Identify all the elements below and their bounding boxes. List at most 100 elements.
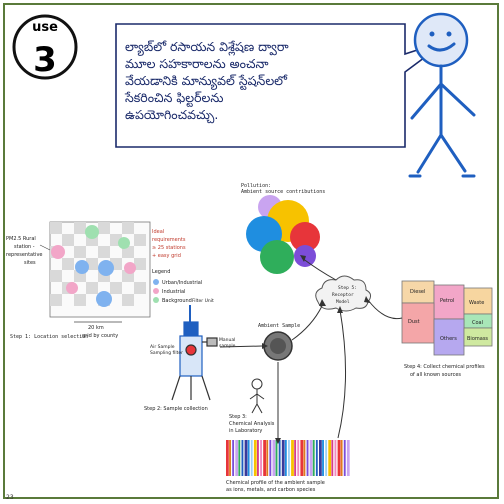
profile-stripe [325,440,328,476]
profiles-step-label: Step 4: Collect chemical profiles of all… [404,364,485,378]
profile-stripe [315,440,318,476]
flow-arrows [219,257,403,439]
profile-stripe [247,440,250,476]
profile-stripe [297,440,300,476]
svg-text:Biomass: Biomass [467,336,488,342]
svg-text:20 km: 20 km [88,325,104,331]
profile-stripe [275,440,278,476]
svg-text:Dust: Dust [408,319,420,325]
speech-line: మూల సహకారాలను అంచనా [125,56,269,71]
profile-stripe [244,440,248,476]
profile-stripe [346,440,350,476]
stick-figure [408,12,476,178]
svg-text:sites: sites [24,260,36,266]
svg-text:Legend: Legend [152,269,170,275]
profile-stripe [284,440,287,476]
profile-stripe [337,440,341,476]
svg-text:Pollution:: Pollution: [241,183,271,189]
profile-stripe [235,440,239,476]
svg-text:Step 4: Collect chemical profi: Step 4: Collect chemical profiles [404,364,485,370]
svg-text:≥ 25 stations: ≥ 25 stations [152,245,186,251]
arrow-heads [262,255,370,444]
profile-stripe [328,440,332,476]
svg-text:Ambient source contributions: Ambient source contributions [241,189,325,195]
profile-stripe [269,440,272,476]
svg-text:as ions, metals, and carbon sp: as ions, metals, and carbon species [226,487,316,493]
svg-text:Waste: Waste [469,300,484,306]
profile-stripe [232,440,235,476]
svg-text:Petrol: Petrol [440,298,454,304]
svg-text:grid by county: grid by county [82,333,118,339]
profile-stripe [288,440,290,476]
profile-stripe [319,440,322,476]
profile-stripe [250,440,253,476]
svg-text:Others: Others [440,336,457,342]
svg-text:Receptor: Receptor [332,292,354,298]
svg-text:Urban/Industrial: Urban/Industrial [162,280,202,286]
profile-stripe [226,440,229,476]
profile-stripe [340,440,343,476]
svg-text:sample: sample [219,343,236,349]
source-contribution-blob: Pollution: Ambient source contributions [241,183,325,274]
svg-text:requirements: requirements [152,237,186,243]
svg-text:Ideal: Ideal [152,229,164,235]
svg-text:of all known sources: of all known sources [410,372,461,378]
profile-stripe [266,440,269,476]
ambient-label: Ambient Sample [258,323,300,329]
profile-stripe [253,440,257,476]
page-frame [3,3,499,499]
profile-stripe [309,440,313,476]
speech-line: ల్యాబ్‌లో రసాయన విశ్లేషణ ద్వారా [125,39,289,54]
svg-text:Background: Background [162,298,192,304]
svg-text:Model: Model [336,299,350,305]
lab-person [249,378,265,414]
profile-stripe [281,440,285,476]
svg-text:Industrial: Industrial [162,289,185,295]
svg-text:Chemical Analysis: Chemical Analysis [229,421,275,427]
profile-stripe [263,440,266,476]
profile-stripe [306,440,309,476]
svg-text:in Laboratory: in Laboratory [229,428,262,434]
profile-stripe [322,440,324,476]
svg-text:station -: station - [14,244,35,250]
profile-stripe [294,440,297,476]
grid-left-note: PM2.5 Rural station - representative sit… [6,236,51,266]
profile-stripe [272,440,276,476]
profile-stripe [303,440,306,476]
profile-stripe [291,440,294,476]
profile-stripe [331,440,334,476]
svg-text:Step 3:: Step 3: [229,414,247,420]
speech-line: ఉపయోగించవచ్చు. [125,107,219,122]
profile-stripe [229,440,231,476]
svg-text:+ easy grid: + easy grid [152,253,181,259]
profile-stripe [300,440,304,476]
chemical-step-label: Step 3: Chemical Analysis in Laboratory [229,414,275,434]
source-profiles: Diesel Petrol Waste Dust Coal Biomass Ot… [401,280,493,356]
speech-text: ల్యాబ్‌లో రసాయన విశ్లేషణ ద్వారా మూల సహకా… [125,38,365,123]
badge-top-text: use [32,20,58,35]
use-badge: use 3 [12,14,78,80]
ambient-sample: Ambient Sample [258,323,300,361]
svg-text:Sampling filter: Sampling filter [150,350,183,356]
chemical-caption: Chemical profile of the ambient sample a… [226,480,325,493]
chemical-profile-stripes [226,440,350,476]
svg-text:Diesel: Diesel [410,289,425,295]
profile-stripe [260,440,262,476]
profile-stripe [312,440,315,476]
receptor-model-cloud: Step 5: Receptor Model [315,275,372,312]
speech-line: వేయడానికి మాన్యువల్ స్టేషన్‌లలో [125,73,288,88]
svg-text:PM2.5 Rural: PM2.5 Rural [6,236,36,242]
svg-text:Manual: Manual [219,337,235,343]
svg-text:representative: representative [6,252,42,258]
svg-text:Filter Unit: Filter Unit [192,298,214,304]
grid-legend: Legend Urban/Industrial Industrial Backg… [152,269,202,304]
sampler-labels: Filter Unit Air Sample Sampling filter M… [144,298,236,412]
profile-stripe [343,440,346,476]
step1-label: Step 1: Location selection [10,334,88,340]
profile-stripe [257,440,259,476]
svg-text:Step 2: Sample collection: Step 2: Sample collection [144,406,208,412]
svg-text:Chemical profile of the ambien: Chemical profile of the ambient sample [226,480,325,486]
svg-text:Coal: Coal [472,320,483,326]
location-grid [49,221,151,318]
